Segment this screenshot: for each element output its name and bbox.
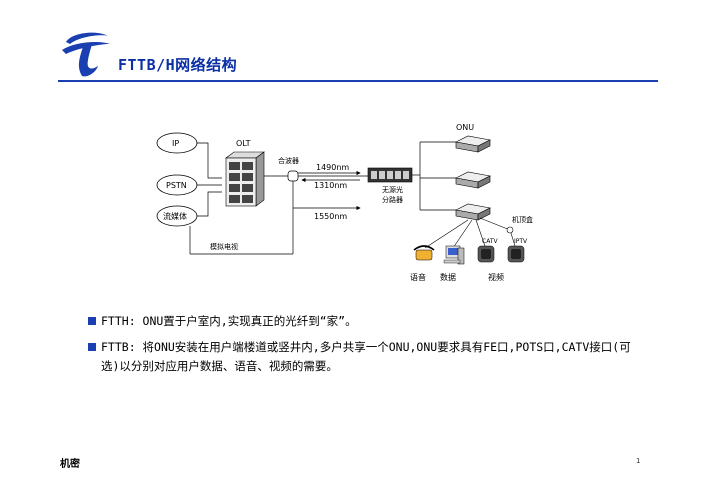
pstn-cloud-icon: PSTN — [156, 174, 198, 196]
bullet-fttb: FTTB: 将ONU安装在用户端楼道或竖井内,多户共享一个ONU,ONU要求具有… — [88, 338, 648, 376]
olt-label: OLT — [236, 139, 251, 148]
bullet-ftth: FTTH: ONU置于户室内,实现真正的光纤到“家”。 — [88, 312, 648, 331]
olt-server-icon — [225, 151, 265, 207]
set-top-box-icon — [506, 226, 514, 234]
optical-splitter-icon — [367, 167, 413, 183]
splitter-label-2: 分路器 — [382, 195, 403, 204]
china-telecom-logo-icon — [62, 32, 110, 77]
wavelength-1310: 1310nm — [314, 181, 347, 190]
tv-1-icon — [477, 245, 495, 263]
iptv-label: IPTV — [514, 238, 528, 245]
service-data-label: 数据 — [440, 272, 456, 282]
pstn-label: PSTN — [166, 181, 187, 190]
media-link — [197, 191, 222, 217]
service-video-label: 视频 — [488, 272, 504, 282]
onu-label: ONU — [456, 123, 474, 132]
confidential-label: 机密 — [60, 459, 80, 470]
title-divider — [58, 80, 658, 82]
set-top-box-label: 机顶盒 — [512, 215, 533, 224]
analog-tv-label: 模拟电视 — [210, 242, 238, 251]
media-cloud-icon: 流媒体 — [156, 205, 198, 227]
ip-cloud-icon: IP — [156, 132, 198, 154]
bullet-square-icon — [88, 343, 96, 351]
media-label: 流媒体 — [163, 211, 187, 221]
wavelength-1490: 1490nm — [316, 163, 349, 172]
ip-link — [197, 142, 222, 179]
page-title: FTTB/H网络结构 — [118, 56, 238, 74]
combiner-icon — [287, 170, 299, 182]
catv-label: CATV — [482, 238, 498, 245]
bullet-list: FTTH: ONU置于户室内,实现真正的光纤到“家”。 FTTB: 将ONU安装… — [88, 312, 648, 383]
tv-2-icon — [507, 245, 525, 263]
bullet-ftth-text: FTTH: ONU置于户室内,实现真正的光纤到“家”。 — [101, 314, 357, 328]
onu-2-icon — [455, 171, 491, 189]
page-number: 1 — [636, 457, 641, 465]
wavelength-1550: 1550nm — [314, 212, 347, 221]
ip-label: IP — [172, 139, 179, 148]
bullet-fttb-text: FTTB: 将ONU安装在用户端楼道或竖井内,多户共享一个ONU,ONU要求具有… — [101, 340, 631, 373]
bullet-square-icon — [88, 317, 96, 325]
splitter-label-1: 无源光 — [382, 185, 403, 194]
service-voice-label: 语音 — [410, 272, 426, 282]
onu-1-icon — [455, 135, 491, 153]
onu-3-icon — [455, 203, 491, 221]
computer-icon — [443, 245, 465, 265]
combiner-label: 合波器 — [278, 156, 299, 165]
network-diagram: IP PSTN 流媒体 OLT 合波器 1490nm 1310nm 1550nm… — [156, 123, 533, 282]
telephone-icon — [413, 245, 435, 261]
